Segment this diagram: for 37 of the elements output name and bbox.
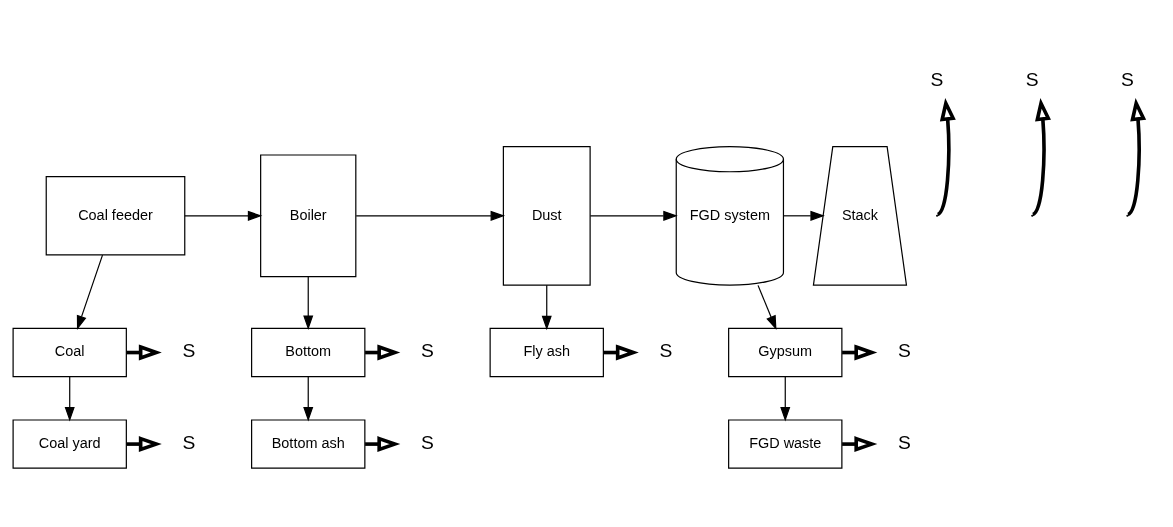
- node-text: S: [898, 339, 911, 361]
- node-box: Fly ash: [489, 327, 604, 377]
- node-text: S: [182, 431, 196, 453]
- arrow: [589, 210, 678, 221]
- node-box: Dust: [502, 145, 591, 286]
- node-box: Bottom: [251, 327, 366, 377]
- arrow: [842, 435, 878, 452]
- arrow: [365, 435, 401, 452]
- arrow: [76, 254, 104, 330]
- arrow: [355, 210, 506, 221]
- arrow: [184, 210, 263, 221]
- node-text: S: [1025, 68, 1039, 90]
- node-box: Coal: [12, 327, 127, 377]
- node-box: Coal feeder: [45, 175, 186, 256]
- node-box: Boiler: [260, 153, 357, 277]
- arrow: [936, 97, 956, 216]
- node-text: S: [898, 431, 911, 453]
- arrow: [541, 284, 552, 330]
- node-text: S: [1120, 68, 1134, 90]
- node-box: Bottom ash: [251, 418, 366, 469]
- arrow: [1031, 97, 1051, 216]
- node-text: S: [930, 68, 944, 90]
- arrow: [1126, 97, 1147, 216]
- arrow: [757, 284, 777, 330]
- node-box: Gypsum: [728, 327, 843, 377]
- node-text: S: [659, 339, 673, 361]
- node-box: FGD waste: [728, 418, 843, 469]
- arrow: [303, 375, 314, 421]
- arrow: [303, 275, 314, 330]
- arrow: [126, 435, 162, 452]
- arrow: [64, 375, 75, 421]
- node-box: Coal yard: [12, 418, 127, 469]
- node-text: S: [421, 431, 434, 453]
- node-text: S: [182, 339, 196, 361]
- arrow: [780, 375, 791, 421]
- node-text: S: [421, 339, 434, 361]
- arrow: [783, 210, 825, 221]
